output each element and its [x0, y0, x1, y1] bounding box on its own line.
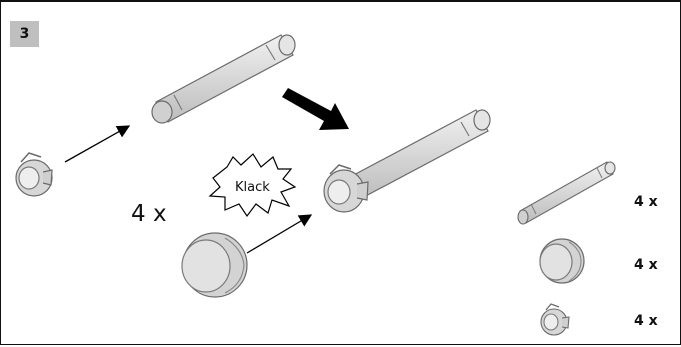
cap-quantity-label: 4 x [634, 257, 658, 273]
cap-icon [539, 238, 585, 284]
cap-icon [181, 232, 248, 298]
clip-connector-icon [540, 303, 570, 336]
direction-arrow-icon [282, 88, 349, 130]
insert-arrow-icon [64, 125, 131, 163]
long-axle-icon [151, 34, 296, 124]
step-number-badge: 3 [10, 21, 39, 47]
long-axle-quantity-label: 4 x [634, 194, 658, 210]
insert-cap-arrow-icon [246, 214, 313, 254]
clip-connector-icon [15, 152, 53, 197]
main-quantity-label: 4 x [131, 201, 167, 227]
klack-label: Klack [235, 180, 270, 195]
klack-burst-icon [208, 153, 297, 218]
clip-connector-quantity-label: 4 x [634, 313, 658, 329]
long-axle-icon [517, 161, 616, 225]
assembled-axle-icon [323, 109, 491, 213]
